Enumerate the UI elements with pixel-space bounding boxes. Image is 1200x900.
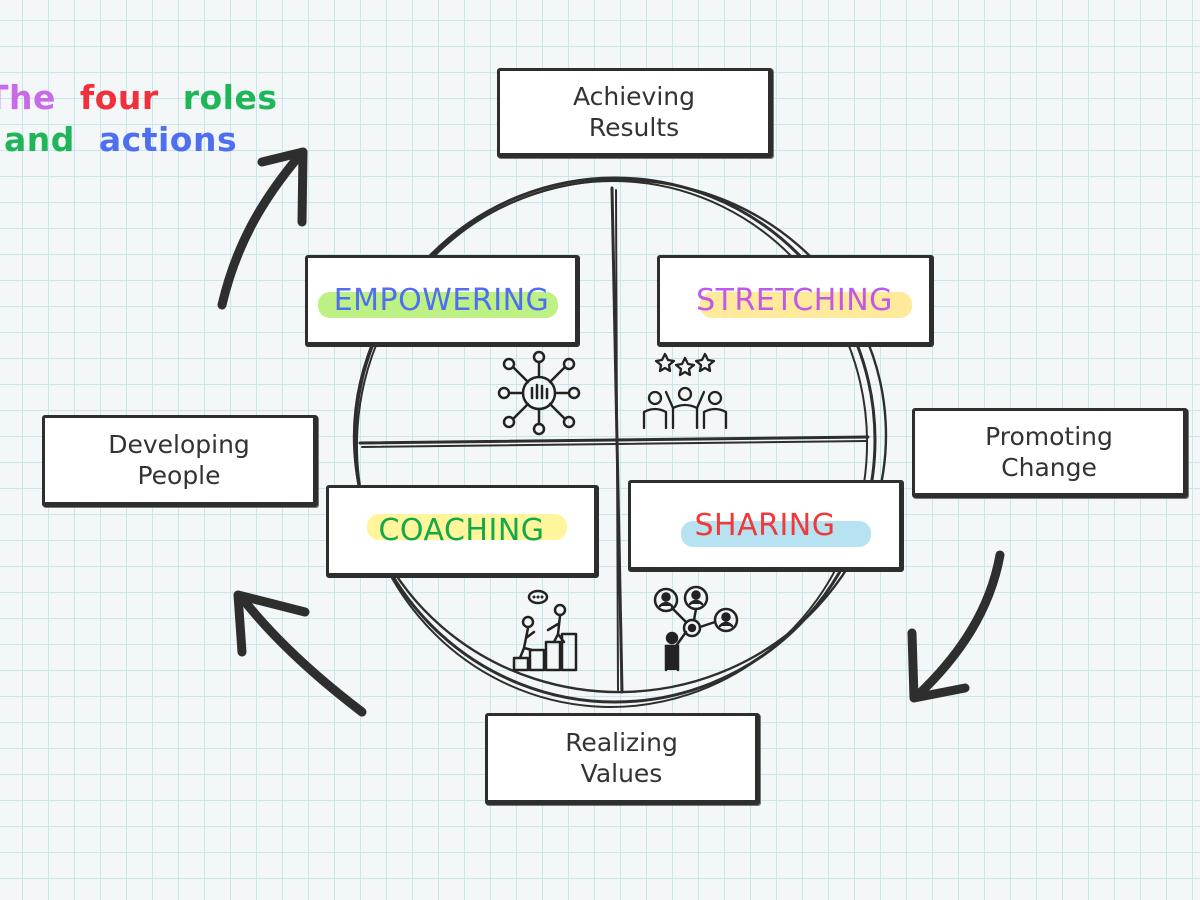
- arrow-down-icon: [907, 550, 1005, 703]
- action-box-developing-people: Developing People: [42, 415, 318, 507]
- climbing-steps-icon: [512, 589, 578, 672]
- highlight-stroke-coaching: [367, 514, 567, 540]
- action-box-realizing-values: Realizing Values: [485, 713, 760, 805]
- action-label-developing-people: Developing People: [108, 430, 250, 490]
- role-box-stretching: STRETCHING: [657, 255, 934, 347]
- role-label-empowering: EMPOWERING: [333, 282, 550, 318]
- horizontal-divider: [358, 435, 870, 445]
- title-word-the: The: [0, 78, 56, 117]
- highlight-stroke-sharing: [681, 521, 871, 547]
- role-box-empowering: EMPOWERING: [305, 255, 580, 347]
- arrow-up-icon: [217, 147, 308, 310]
- team-stars-icon: [642, 352, 728, 430]
- title-word-four: four: [79, 78, 159, 117]
- role-label-coaching: COACHING: [378, 513, 545, 548]
- role-label-stretching: STRETCHING: [696, 282, 893, 318]
- action-label-promoting-change: Promoting Change: [985, 422, 1113, 482]
- title-word-actions: actions: [98, 120, 238, 159]
- action-box-achieving-results: Achieving Results: [497, 68, 773, 158]
- action-label-achieving-results: Achieving Results: [572, 82, 696, 142]
- title-line-2: and actions: [4, 120, 249, 159]
- title-word-roles: roles: [182, 78, 278, 117]
- network-fist-icon: [497, 350, 581, 436]
- horizontal-divider-sketch: [361, 440, 867, 448]
- arrow-left-icon: [233, 590, 367, 717]
- circle-outline-sketch-2: [355, 180, 869, 708]
- highlight-stroke-stretching: [700, 292, 912, 318]
- action-label-realizing-values: Realizing Values: [565, 728, 678, 788]
- network-people-icon: [653, 585, 739, 672]
- role-box-sharing: SHARING: [628, 480, 904, 572]
- action-box-promoting-change: Promoting Change: [912, 408, 1188, 498]
- role-box-coaching: COACHING: [326, 485, 599, 578]
- role-label-sharing: SHARING: [694, 507, 836, 543]
- title-line-1: The four roles: [0, 78, 289, 117]
- title-word-and: and: [4, 120, 75, 159]
- highlight-stroke-empowering: [318, 292, 558, 318]
